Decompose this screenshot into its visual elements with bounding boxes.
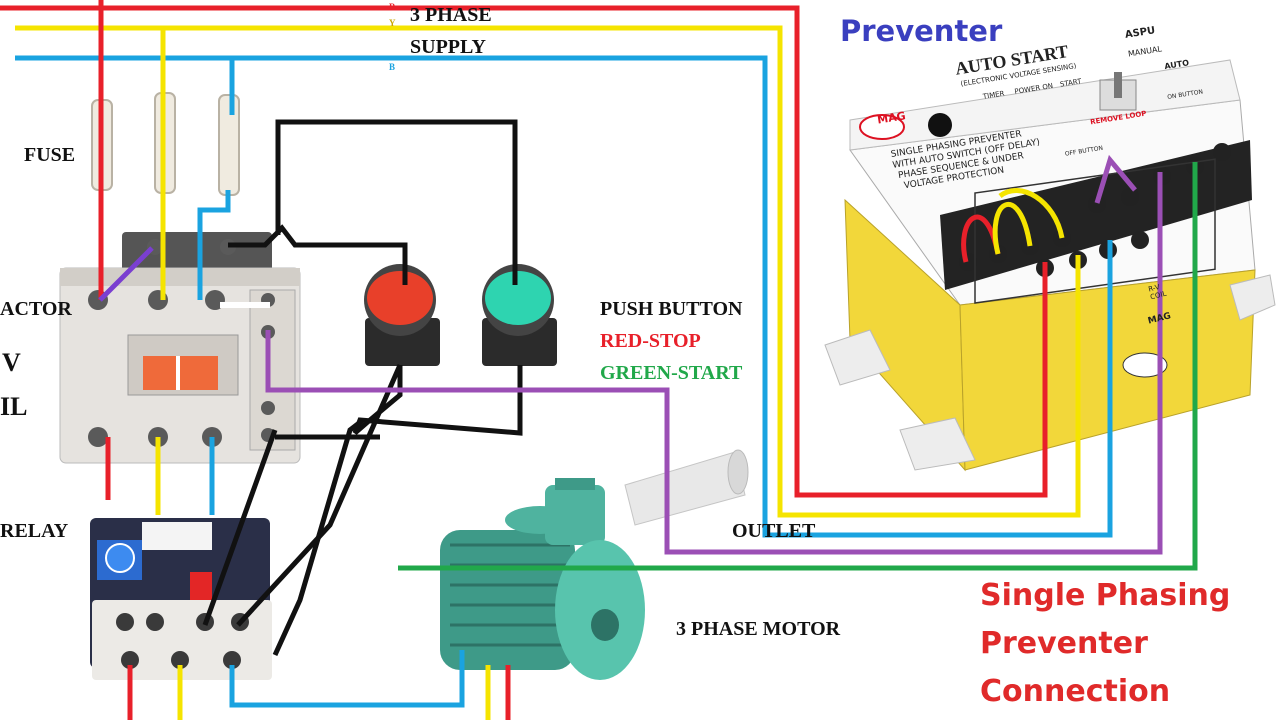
fuse-label: FUSE [24, 144, 76, 166]
outlet-label: OUTLET [732, 520, 816, 542]
phase-r-tag: R [389, 2, 396, 12]
control-wires [202, 119, 523, 657]
relay-label: RELAY [0, 520, 69, 542]
device-loops [961, 188, 1065, 263]
red-stop-label: RED-STOP [600, 330, 701, 352]
supply-heading: 3 PHASE [410, 4, 492, 26]
footer-line-3: Connection [980, 674, 1171, 709]
motor-label: 3 PHASE MOTOR [676, 618, 841, 640]
coil-l-label: IL [0, 392, 28, 421]
contactor-label: ACTOR [0, 298, 72, 320]
phase-b-tag: B [389, 62, 396, 72]
phase-y-tag: Y [389, 18, 396, 28]
contactor [59, 232, 301, 464]
push-button-label: PUSH BUTTON [600, 298, 743, 320]
stop-button [364, 264, 440, 366]
overload-relay [90, 518, 272, 680]
start-button [482, 264, 557, 366]
green-start-label: GREEN-START [600, 362, 743, 384]
footer-line-2: Preventer [980, 626, 1148, 661]
footer-line-1: Single Phasing [980, 578, 1231, 613]
preventer-title: Preventer [840, 14, 1003, 48]
supply-sub: SUPPLY [410, 36, 486, 58]
pump-motor [440, 478, 645, 680]
coil-v-label: V [2, 348, 21, 377]
aux-wires [265, 154, 1198, 571]
outlet-pipe [624, 449, 749, 526]
supply-wires [0, 0, 1113, 720]
